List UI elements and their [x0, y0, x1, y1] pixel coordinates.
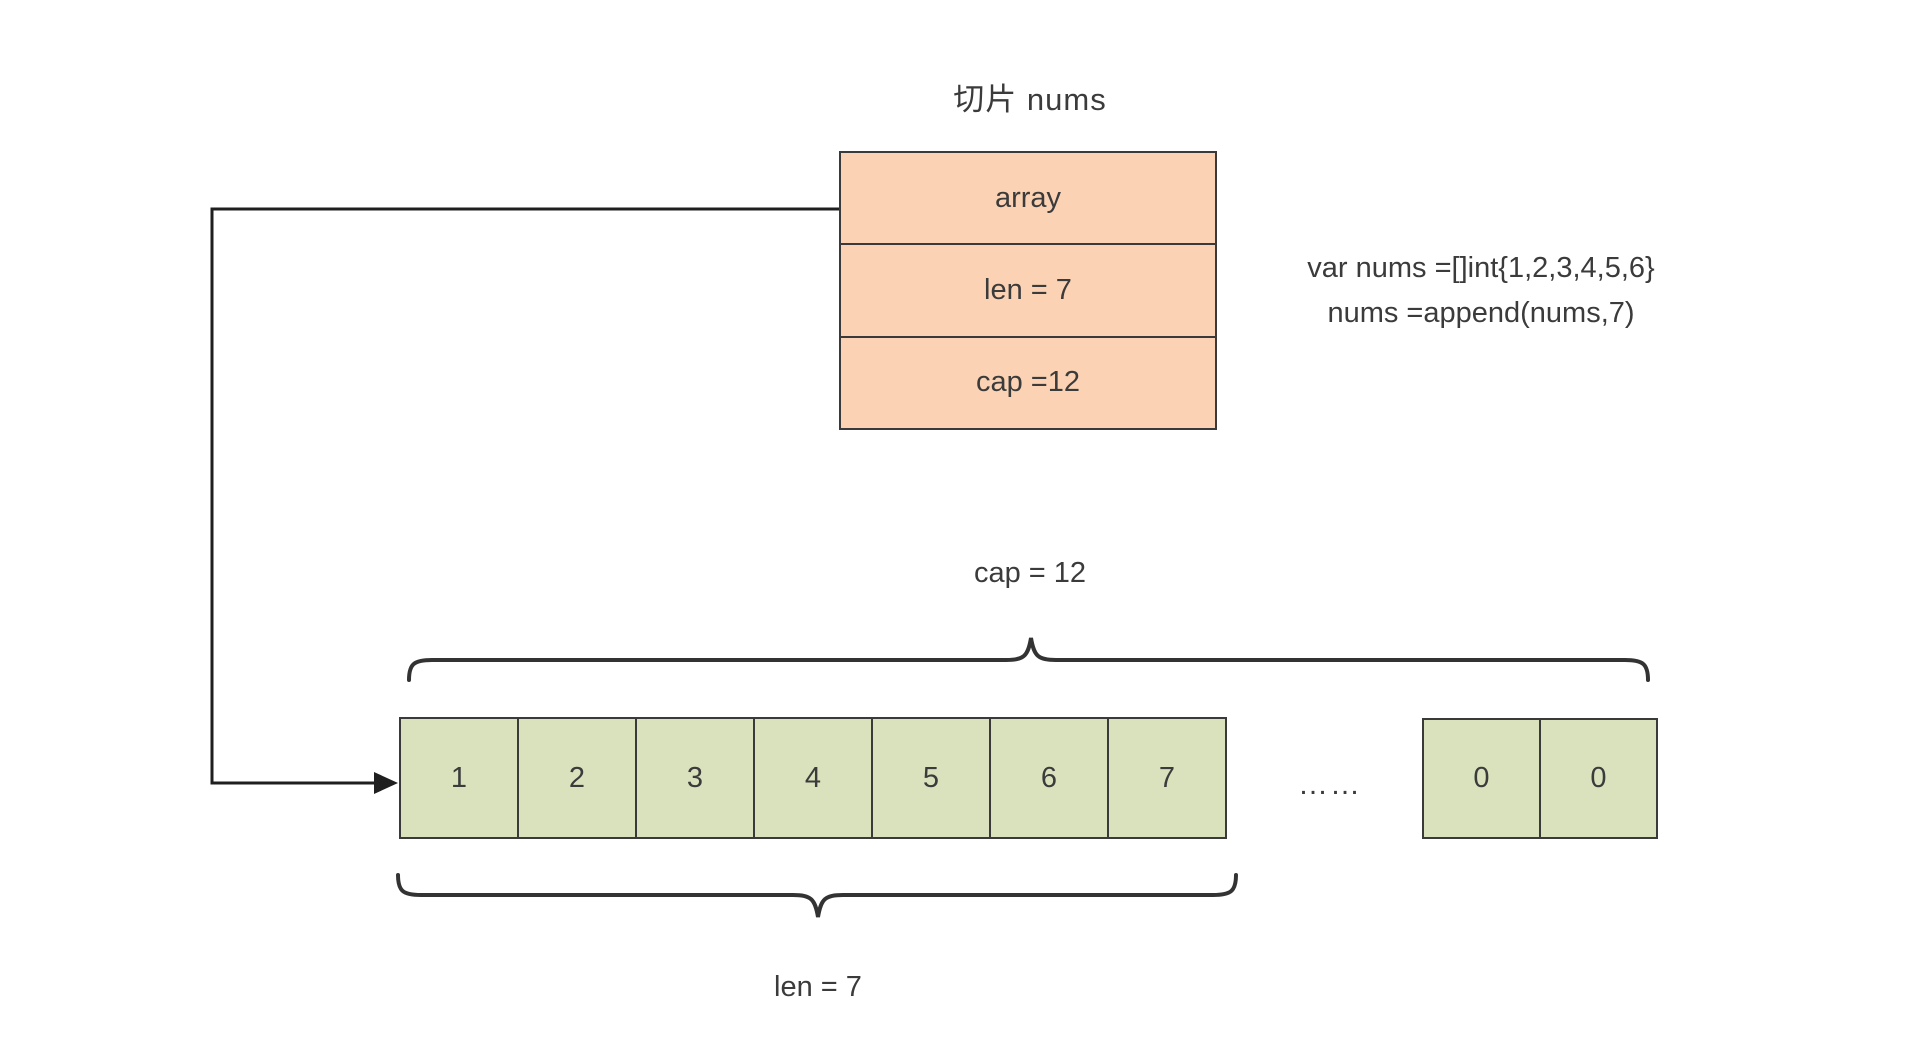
slice-struct-box: array len = 7 cap =12: [839, 151, 1217, 430]
struct-field-len: len = 7: [841, 243, 1215, 335]
backing-array: 1 2 3 4 5 6 7: [399, 717, 1227, 839]
diagram-title: 切片 nums: [953, 82, 1107, 117]
array-cell: 0: [1539, 718, 1658, 839]
array-cell: 4: [753, 717, 873, 839]
code-line-1: var nums =[]int{1,2,3,4,5,6}: [1307, 252, 1655, 284]
cap-label: cap = 12: [973, 557, 1087, 589]
arrowhead-icon: [374, 772, 398, 794]
ellipsis-label: ……: [1298, 768, 1362, 801]
struct-field-cap: cap =12: [841, 335, 1215, 428]
array-cell: 7: [1107, 717, 1227, 839]
backing-array-tail: 0 0: [1422, 718, 1658, 839]
array-cell: 5: [871, 717, 991, 839]
array-cell: 6: [989, 717, 1109, 839]
code-line-2: nums =append(nums,7): [1327, 297, 1635, 329]
code-annotation: var nums =[]int{1,2,3,4,5,6} nums =appen…: [1276, 246, 1686, 336]
len-brace: [396, 873, 1238, 918]
array-cell: 3: [635, 717, 755, 839]
array-cell: 0: [1422, 718, 1541, 839]
len-label: len = 7: [774, 971, 862, 1003]
struct-field-array: array: [994, 181, 1062, 214]
array-cell: 2: [517, 717, 637, 839]
array-cell: 1: [399, 717, 519, 839]
cap-brace: [407, 637, 1650, 682]
